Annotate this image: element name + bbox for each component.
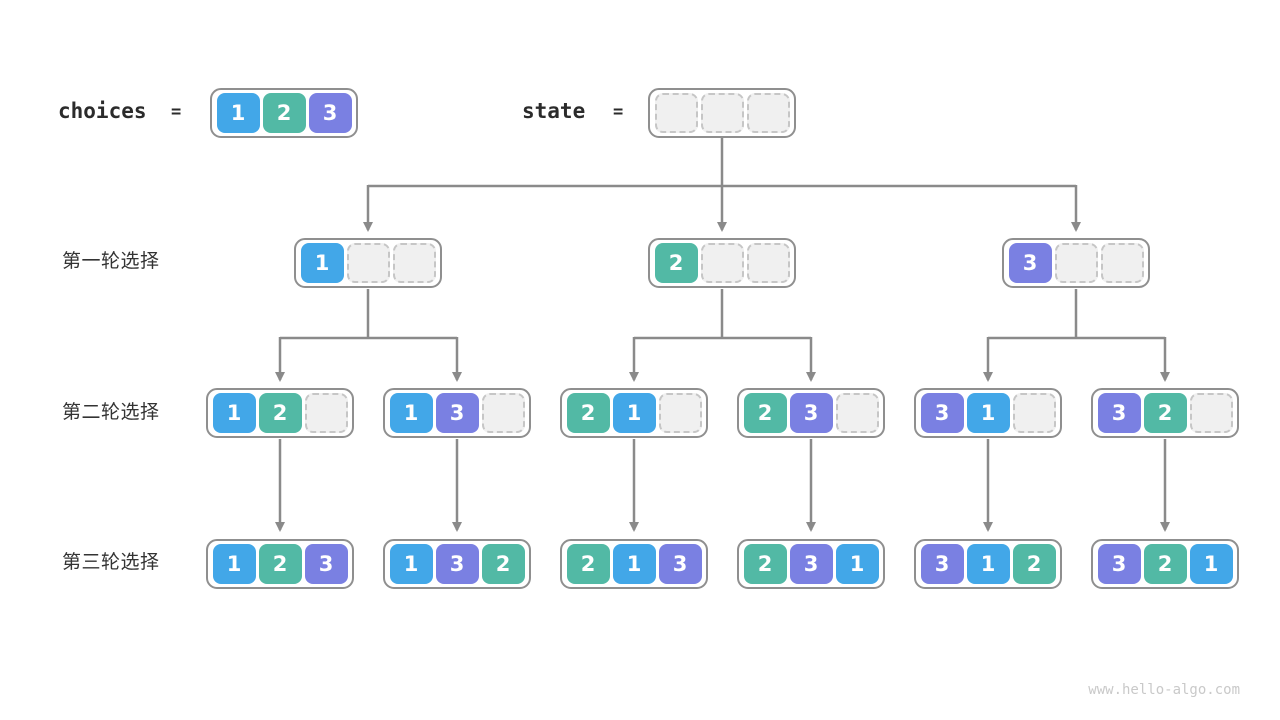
cell-value-1: 1 — [966, 544, 1010, 584]
tree-node-r1-1: 1 — [294, 238, 442, 288]
cell-value-2: 2 — [258, 544, 302, 584]
row-label-round-1: 第一轮选择 — [62, 251, 160, 272]
cell-empty — [700, 93, 744, 133]
connector-level-0-1 — [363, 137, 1081, 232]
cell-value-3: 3 — [1008, 243, 1052, 283]
cell-empty — [658, 393, 702, 433]
choices-label: choices — [58, 99, 147, 123]
cell-value-1: 1 — [216, 93, 260, 133]
cell-value-2: 2 — [566, 544, 610, 584]
cell-empty — [392, 243, 436, 283]
watermark-text: www.hello-algo.com — [1088, 682, 1240, 698]
cell-value-3: 3 — [789, 393, 833, 433]
cell-value-3: 3 — [304, 544, 348, 584]
cell-value-3: 3 — [435, 544, 479, 584]
cell-value-2: 2 — [566, 393, 610, 433]
cell-value-1: 1 — [966, 393, 1010, 433]
row-label-round-2: 第二轮选择 — [62, 402, 160, 423]
cell-value-1: 1 — [300, 243, 344, 283]
tree-node-r1-2: 2 — [648, 238, 796, 288]
cell-value-3: 3 — [789, 544, 833, 584]
cell-value-1: 1 — [612, 393, 656, 433]
cell-value-3: 3 — [920, 393, 964, 433]
cell-empty — [346, 243, 390, 283]
cell-value-1: 1 — [835, 544, 879, 584]
cell-empty — [481, 393, 525, 433]
cell-empty — [746, 93, 790, 133]
cell-value-1: 1 — [1189, 544, 1233, 584]
cell-value-1: 1 — [389, 393, 433, 433]
cell-value-2: 2 — [481, 544, 525, 584]
cell-value-3: 3 — [308, 93, 352, 133]
cell-empty — [1012, 393, 1056, 433]
cell-value-1: 1 — [612, 544, 656, 584]
cell-value-3: 3 — [920, 544, 964, 584]
cell-value-3: 3 — [435, 393, 479, 433]
cell-value-2: 2 — [1143, 544, 1187, 584]
state-equals-sign: = — [613, 102, 624, 122]
cell-empty — [746, 243, 790, 283]
cell-empty — [1189, 393, 1233, 433]
cell-value-2: 2 — [654, 243, 698, 283]
connector-level-1-2 — [275, 289, 1170, 382]
cell-empty — [654, 93, 698, 133]
state-array-root — [648, 88, 796, 138]
cell-value-1: 1 — [389, 544, 433, 584]
connector-level-2-3 — [275, 439, 1170, 532]
state-label: state — [522, 99, 586, 123]
cell-value-3: 3 — [1097, 393, 1141, 433]
cell-value-2: 2 — [743, 393, 787, 433]
tree-node-r1-3: 3 — [1002, 238, 1150, 288]
choices-equals-sign: = — [171, 102, 182, 122]
row-label-round-3: 第三轮选择 — [62, 552, 160, 573]
cell-empty — [304, 393, 348, 433]
cell-value-2: 2 — [262, 93, 306, 133]
cell-empty — [1100, 243, 1144, 283]
cell-empty — [1054, 243, 1098, 283]
cell-value-2: 2 — [1143, 393, 1187, 433]
cell-value-2: 2 — [258, 393, 302, 433]
cell-value-3: 3 — [658, 544, 702, 584]
cell-value-1: 1 — [212, 393, 256, 433]
cell-value-2: 2 — [1012, 544, 1056, 584]
cell-empty — [835, 393, 879, 433]
cell-empty — [700, 243, 744, 283]
cell-value-1: 1 — [212, 544, 256, 584]
cell-value-2: 2 — [743, 544, 787, 584]
cell-value-3: 3 — [1097, 544, 1141, 584]
